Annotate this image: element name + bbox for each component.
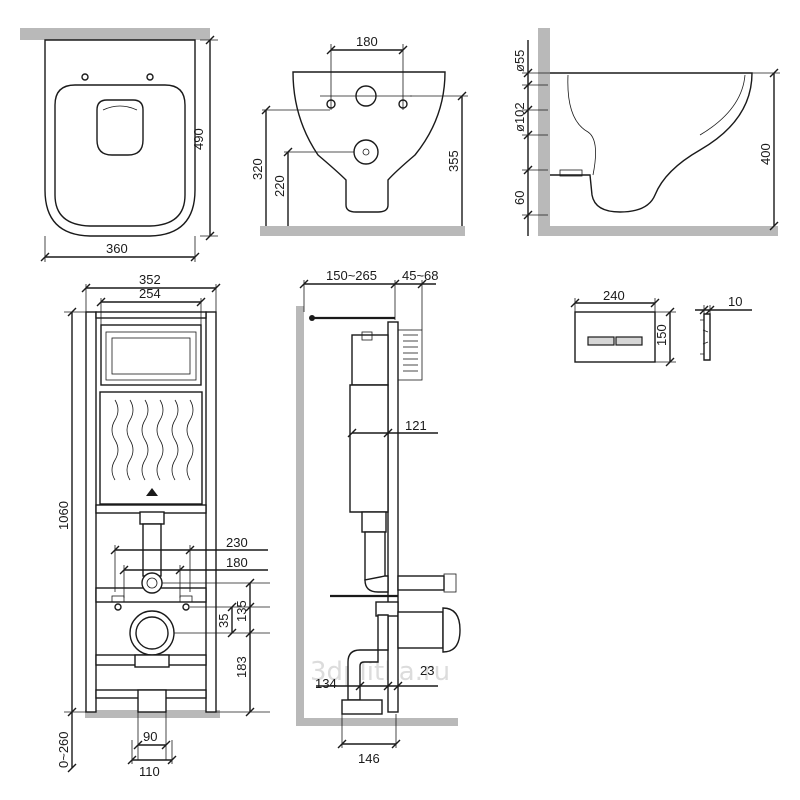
width-label: 360 — [106, 241, 128, 256]
h-183-label: 183 — [234, 656, 249, 678]
drain-connector — [397, 611, 444, 649]
drain-height-label: 60 — [512, 191, 527, 205]
bowl-opening — [96, 99, 144, 156]
side-flush-pipe — [364, 531, 386, 581]
cistern-body — [99, 391, 203, 505]
button-side-profile — [703, 313, 711, 361]
watermark-text: 3dplitka.ru — [310, 657, 450, 687]
bowl-inner-curve — [567, 74, 596, 176]
hinge-hole-right — [146, 73, 154, 81]
bowl-rim — [102, 105, 138, 111]
pipe-134-label: 134 — [315, 676, 337, 691]
holes-spacing-label: 180 — [356, 34, 378, 49]
cistern-side — [349, 384, 389, 513]
drain-pipe-bottom — [137, 689, 167, 713]
frame-front-view: 352 254 1060 0~260 230 180 — [56, 272, 270, 779]
side-floor — [296, 718, 458, 726]
outlet-diameter-label: ø102 — [512, 102, 527, 132]
bowl-profile — [550, 72, 753, 213]
tank-depth-label: 121 — [405, 418, 427, 433]
holes-spacing-frame-label: 180 — [226, 555, 248, 570]
frame-inner-width-label: 254 — [139, 286, 161, 301]
side-wall — [296, 306, 304, 726]
front-view-floor — [260, 226, 465, 236]
button-right — [615, 336, 643, 346]
side-view: ø55 ø102 60 400 — [512, 28, 780, 236]
flush-button-side: 10 — [695, 294, 752, 361]
frame-side-view: 150~265 45~68 121 23 134 146 — [296, 268, 461, 766]
side-frame-post — [387, 321, 399, 713]
pipe-23-label: 23 — [420, 663, 434, 678]
flush-panel-box — [397, 329, 423, 381]
bowl-rear-outline — [292, 71, 446, 213]
depth-adjust-label: 150~265 — [326, 268, 377, 283]
inlet-diameter-label: ø55 — [512, 50, 527, 72]
depth-label: 490 — [191, 128, 206, 150]
pipe-90-label: 90 — [143, 729, 157, 744]
top-view: 490 360 — [20, 28, 218, 262]
pipe-110-label: 110 — [139, 764, 160, 779]
cistern-top — [351, 334, 389, 386]
bowl-rim-line — [699, 74, 746, 136]
button-left — [587, 336, 615, 346]
flush-outlet — [141, 572, 163, 594]
cistern-waves — [111, 399, 194, 481]
seat-outline — [44, 39, 196, 237]
bowl-height-label: 400 — [758, 143, 773, 165]
frame-post-left — [85, 311, 97, 713]
h-135-label: 135 — [234, 600, 249, 622]
rail-width-label: 230 — [226, 535, 248, 550]
front-view: 180 320 220 355 — [250, 34, 468, 236]
h-drain-label: 220 — [272, 175, 287, 197]
drain-outlet — [353, 139, 379, 165]
side-view-floor — [538, 226, 778, 236]
flush-opening — [100, 324, 202, 386]
h-35-label: 35 — [216, 614, 231, 628]
hinge-hole-left — [81, 73, 89, 81]
flush-connector — [397, 575, 445, 591]
top-view-wall — [20, 28, 210, 40]
flush-button-front: 240 150 — [570, 288, 676, 367]
pipe-146-label: 146 — [358, 751, 380, 766]
button-depth-label: 10 — [728, 294, 742, 309]
seat-inner — [54, 84, 186, 227]
h-total-label: 355 — [446, 150, 461, 172]
side-view-wall — [538, 28, 550, 226]
frame-post-right — [205, 311, 217, 713]
frame-floor — [85, 710, 220, 718]
frame-height-label: 1060 — [56, 501, 71, 530]
h-outer-label: 320 — [250, 158, 265, 180]
frame-outer-width-label: 352 — [139, 272, 161, 287]
panel-adjust-label: 45~68 — [402, 268, 439, 283]
button-plate — [574, 311, 656, 363]
button-width-label: 240 — [603, 288, 625, 303]
button-height-label: 150 — [654, 324, 669, 346]
leg-adjust-label: 0~260 — [56, 731, 71, 768]
